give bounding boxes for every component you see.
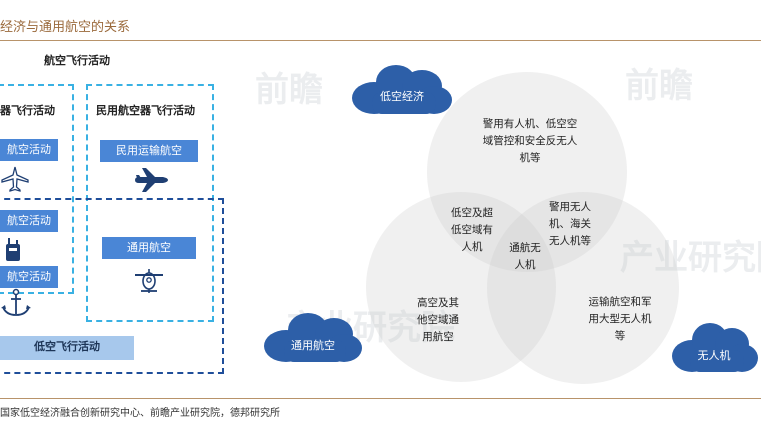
source-note: 国家低空经济融合创新研究中心、前瞻产业研究院，德邦研究所 bbox=[0, 408, 280, 419]
venn-circle-right bbox=[487, 192, 679, 384]
low-altitude-box bbox=[0, 198, 224, 374]
low-altitude-economy-cloud: 低空经济 bbox=[346, 62, 458, 118]
general-aviation-label: 通用航空 bbox=[102, 237, 196, 259]
watermark-logo: 前瞻 bbox=[625, 66, 693, 106]
left-aviation-label: 航空活动 bbox=[0, 139, 58, 161]
venn-left-text: 高空及其 他空域通 用航空 bbox=[417, 297, 459, 343]
uav-cloud-label: 无人机 bbox=[697, 349, 731, 362]
small-plane-icon bbox=[132, 266, 166, 296]
venn-left-top-overlap: 低空及超 低空域有 人机 bbox=[451, 207, 493, 253]
venn-top-text: 警用有人机、低空空 域管控和安全反无人 机等 bbox=[482, 118, 578, 164]
civil-transport-label: 民用运输航空 bbox=[100, 140, 198, 162]
civil-group-box bbox=[0, 84, 74, 294]
anchor-icon bbox=[0, 288, 32, 318]
venn-right-text: 运输航空和军 用大型无人机 等 bbox=[588, 296, 652, 342]
general-aviation-cloud: 通用航空 bbox=[260, 310, 366, 366]
header-divider bbox=[0, 40, 761, 41]
left-aviation-label: 航空活动 bbox=[0, 266, 58, 288]
watermark-text: 产业研究院 bbox=[620, 238, 761, 278]
radio-tower-icon bbox=[4, 236, 22, 262]
low-altitude-flight-label: 低空飞行活动 bbox=[0, 336, 134, 360]
aviation-activity-title: 航空飞行活动 bbox=[44, 54, 110, 67]
airplane-outline-icon bbox=[0, 166, 30, 192]
venn-center-overlap: 通航无 人机 bbox=[509, 242, 541, 271]
footer-divider bbox=[0, 398, 761, 399]
low-altitude-economy-label: 低空经济 bbox=[380, 90, 424, 103]
civil-group-title: 器飞行活动 bbox=[0, 104, 55, 117]
page-title: 经济与通用航空的关系 bbox=[0, 20, 131, 35]
venn-circle-top bbox=[427, 72, 627, 272]
general-aviation-cloud-label: 通用航空 bbox=[291, 339, 335, 352]
watermark-logo: 前瞻 bbox=[255, 70, 323, 110]
airplane-filled-icon bbox=[133, 167, 169, 193]
civil-aviation-title: 民用航空器飞行活动 bbox=[96, 104, 195, 117]
venn-circle-left bbox=[366, 192, 556, 382]
venn-right-top-overlap: 警用无人 机、海关 无人机等 bbox=[549, 201, 591, 247]
left-aviation-label: 航空活动 bbox=[0, 210, 58, 232]
civil-aviation-box bbox=[86, 84, 214, 322]
uav-cloud: 无人机 bbox=[668, 320, 760, 376]
